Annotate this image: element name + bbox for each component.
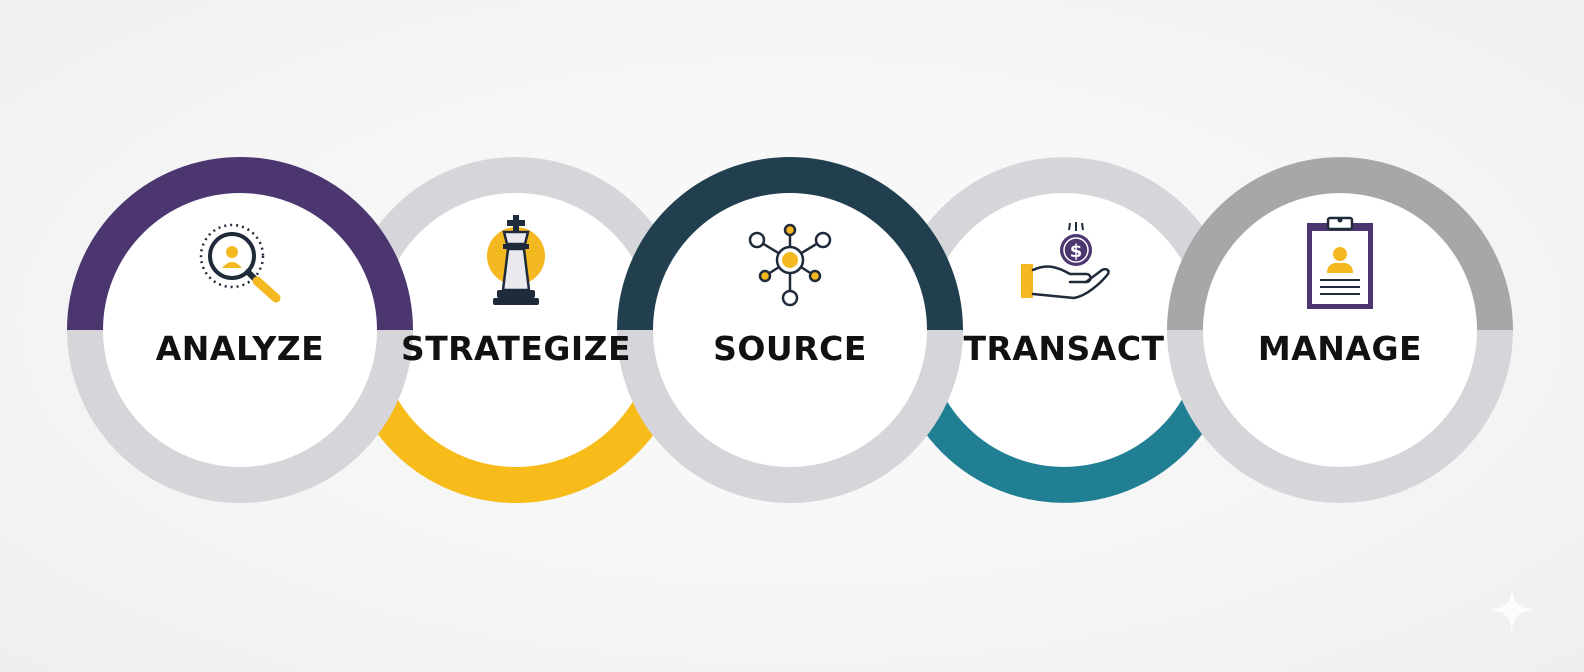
step-ring-analyze <box>67 157 413 503</box>
hand-dollar-coin-icon: $ <box>1021 222 1110 300</box>
network-hub-icon <box>748 223 832 307</box>
step-label-manage: MANAGE <box>1258 329 1422 368</box>
step-label-source: SOURCE <box>713 329 867 368</box>
clipboard-profile-icon <box>1307 216 1373 309</box>
step-ring-manage <box>1167 157 1513 503</box>
step-label-transact: TRANSACT <box>963 329 1164 368</box>
sparkle-icon <box>1490 588 1534 632</box>
step-label-analyze: ANALYZE <box>156 329 324 368</box>
chess-king-icon <box>487 215 545 305</box>
step-ring-source <box>617 157 963 503</box>
svg-text:$: $ <box>1070 241 1083 262</box>
magnifier-person-icon <box>199 223 281 303</box>
step-label-strategize: STRATEGIZE <box>401 329 631 368</box>
